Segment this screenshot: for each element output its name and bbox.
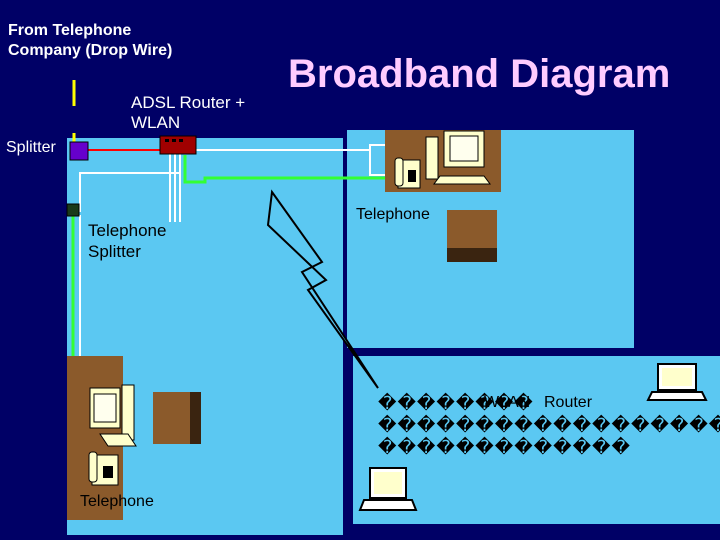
garbled-text-line1: �������� bbox=[378, 393, 534, 413]
telephone-splitter-label-line1: Telephone bbox=[88, 221, 167, 240]
drop-wire-label-line1: From Telephone bbox=[8, 22, 132, 39]
wlan-label: WLAN bbox=[484, 394, 531, 411]
computer-icon bbox=[89, 384, 137, 447]
green-wire-upper bbox=[183, 155, 395, 184]
garbled-text-line3: ������������� bbox=[378, 437, 631, 457]
filing-cabinet-icon bbox=[153, 392, 201, 444]
white-wire-router bbox=[79, 150, 181, 212]
splitter-label: Splitter bbox=[6, 139, 56, 156]
page-title: Broadband Diagram bbox=[288, 52, 671, 96]
router-label-line2: WLAN bbox=[131, 113, 181, 132]
router-label-line1: ADSL Router + bbox=[131, 93, 246, 112]
laptop-icon bbox=[358, 467, 418, 511]
splitter-box-icon bbox=[69, 141, 89, 161]
computer-icon bbox=[425, 130, 491, 185]
telephone-splitter-label-line2: Splitter bbox=[88, 242, 141, 261]
telephone-label-left-room: Telephone bbox=[80, 493, 154, 510]
telephone-icon bbox=[394, 157, 421, 189]
router-label-overlap: Router bbox=[544, 394, 593, 411]
telephone-icon bbox=[88, 451, 119, 486]
telephone-splitter-box-icon bbox=[66, 203, 80, 217]
filing-cabinet-icon bbox=[447, 210, 497, 262]
laptop-icon bbox=[646, 363, 708, 401]
garbled-text-line2: ������������������ bbox=[378, 415, 720, 435]
lightning-bolt-icon bbox=[266, 189, 379, 389]
drop-wire-label-line2: Company (Drop Wire) bbox=[8, 42, 173, 59]
telephone-label-upper-room: Telephone bbox=[356, 206, 430, 223]
router-icon bbox=[159, 135, 197, 155]
